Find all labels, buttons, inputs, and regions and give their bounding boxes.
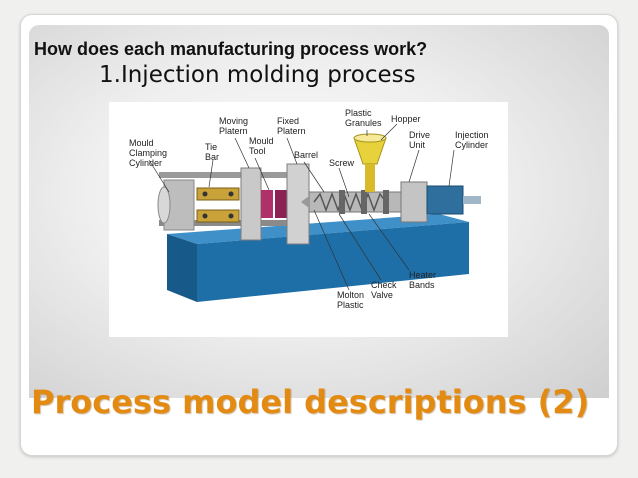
label-hopper: Hopper [391,114,421,124]
mould-tool-fixed [275,190,287,218]
slide-subheading: 1.Injection molding process [99,62,416,88]
slide-question: How does each manufacturing process work… [34,39,428,59]
injection-molding-machine-illustration: Mould Clamping Cylinder Tie Bar Moving P… [129,108,491,310]
label-molton-plastic: Molton Plastic [337,290,367,310]
moving-platen [240,167,262,241]
label-screw: Screw [329,158,355,168]
toggle-linkage-upper [196,187,240,201]
mould-tool-moving [261,190,273,218]
label-injection-cylinder: Injection Cylinder [455,130,491,150]
label-plastic-granules: Plastic Granules [345,108,382,128]
label-barrel: Barrel [294,150,318,160]
leader-lines [148,123,455,291]
label-tie-bar: Tie Bar [205,142,220,162]
heater-band-3 [383,190,389,214]
slide-card: How does each manufacturing process work… [20,14,618,456]
injection-cylinder [426,185,464,215]
linkage-pin-1 [202,191,208,197]
machine-base-side [197,222,469,302]
linkage-pin-4 [228,213,234,219]
clamping-cylinder-end [157,186,171,224]
heater-band-2 [361,190,367,214]
nozzle [301,196,309,208]
linkage-pin-2 [228,191,234,197]
drive-unit [400,181,428,223]
label-fixed-platern: Fixed Platern [277,116,306,136]
label-heater-bands: Heater Bands [409,270,439,290]
slide-title: Process model descriptions (2) [31,383,590,421]
tie-bar-upper [159,172,289,178]
heater-band-1 [339,190,345,214]
linkage-pin-3 [202,213,208,219]
injection-cylinder-rod [463,196,481,204]
label-check-valve: Check Valve [371,280,399,300]
toggle-linkage-lower [196,209,240,223]
screw-thread [313,191,387,213]
injection-molding-diagram: Mould Clamping Cylinder Tie Bar Moving P… [109,102,508,337]
hopper-throat [365,164,375,192]
tie-bar-lower [159,220,289,226]
label-mould-clamping-cylinder: Mould Clamping Cylinder [129,138,170,168]
machine-base-front [167,234,197,302]
plastic-granules [353,133,387,143]
label-drive-unit: Drive Unit [409,130,433,150]
slide-bottom-band [29,398,609,442]
label-mould-tool: Mould Tool [249,136,276,156]
label-moving-platern: Moving Platern [219,116,251,136]
